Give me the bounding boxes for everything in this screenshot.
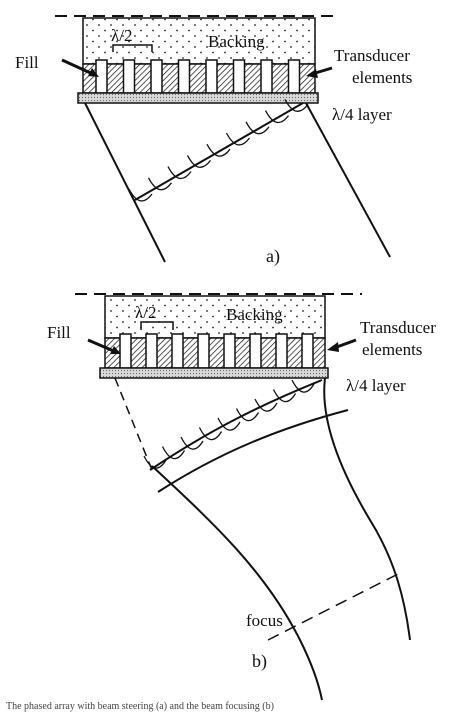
wavelet-arc (161, 446, 186, 460)
beam-dashed-left (114, 377, 153, 471)
beam-edge-right (305, 102, 391, 258)
backing-block (104, 295, 326, 339)
half-lambda-label: λ/2 (135, 303, 156, 322)
transducer-element (275, 333, 288, 369)
transducer-element (145, 333, 158, 369)
beam-edge-left (151, 465, 323, 701)
wavelet-arc (167, 166, 192, 180)
fill-layer (104, 337, 326, 369)
transducer-element (150, 59, 163, 94)
quarter-lambda-label: λ/4 layer (332, 105, 392, 124)
wavelet-arc (198, 427, 223, 441)
wavelet-arc (245, 121, 270, 135)
matching-layer (77, 92, 319, 104)
beam-edge-left (84, 102, 166, 263)
matching-layer (99, 367, 329, 379)
wavelet-arc (264, 110, 290, 124)
wavelet-arc (272, 389, 297, 403)
transducer-element (287, 59, 301, 94)
fill-label: Fill (47, 323, 71, 342)
wavelet-arc (217, 417, 241, 431)
fill-arrow (87, 338, 117, 354)
transducer-element (119, 333, 132, 369)
transducer-element (171, 333, 184, 369)
wavelet-arc (128, 188, 153, 202)
wavelet-arc (147, 177, 173, 191)
fill-arrowhead (110, 346, 121, 354)
transducer-arrowhead (327, 342, 339, 352)
fill-layer (82, 63, 316, 94)
elements-label: elements (362, 340, 422, 359)
wavelet-arc (291, 379, 315, 393)
fill-arrow (61, 58, 96, 77)
transducer-element (301, 333, 314, 369)
wavelet-arc (180, 436, 204, 450)
transducer-element (260, 59, 273, 94)
wavelet-arc (143, 455, 167, 469)
panel-a: λ/2 Backing Fill Transducer elements λ/4… (15, 15, 412, 267)
backing-label: Backing (226, 305, 283, 324)
elements-label: elements (352, 68, 412, 87)
backing-label: Backing (208, 32, 265, 51)
wavelet-arc (235, 408, 260, 422)
wavelet-arc (186, 155, 212, 168)
fill-arrowhead (88, 68, 99, 77)
panel-b: λ/2 Backing Fill Transducer elements λ/4… (47, 293, 436, 701)
focus-label: focus (246, 611, 283, 630)
wavefront-line (134, 102, 304, 201)
wavelet-arc (206, 143, 231, 157)
wavelets (128, 99, 309, 202)
transducer-element (177, 59, 191, 94)
transducer-element (197, 333, 210, 369)
panel-b-sublabel: b) (252, 651, 267, 672)
quarter-lambda-label: λ/4 layer (346, 376, 406, 395)
focused-wavefront (149, 379, 323, 471)
panel-a-sublabel: a) (266, 246, 280, 267)
half-lambda-bracket (140, 321, 174, 330)
transducer-arrowhead (306, 69, 318, 78)
transducer-element (205, 59, 218, 94)
transducer-element (232, 59, 246, 94)
half-lambda-bracket (112, 44, 153, 52)
half-lambda-label: λ/2 (111, 26, 132, 45)
transducer-label: Transducer (360, 318, 436, 337)
transducer-label: Transducer (334, 46, 410, 65)
transducer-element (122, 59, 136, 94)
wavelet-arc (284, 99, 309, 112)
wavelet-arc (225, 132, 251, 146)
outer-wavefront (157, 409, 349, 493)
transducer-element (223, 333, 236, 369)
transducer-element (249, 333, 262, 369)
fill-label: Fill (15, 53, 39, 72)
wavelets (143, 379, 315, 469)
caption: The phased array with beam steering (a) … (6, 701, 274, 712)
beam-edge-right (323, 377, 411, 641)
wavelet-arc (254, 398, 278, 412)
focus-marker-line (267, 573, 399, 641)
